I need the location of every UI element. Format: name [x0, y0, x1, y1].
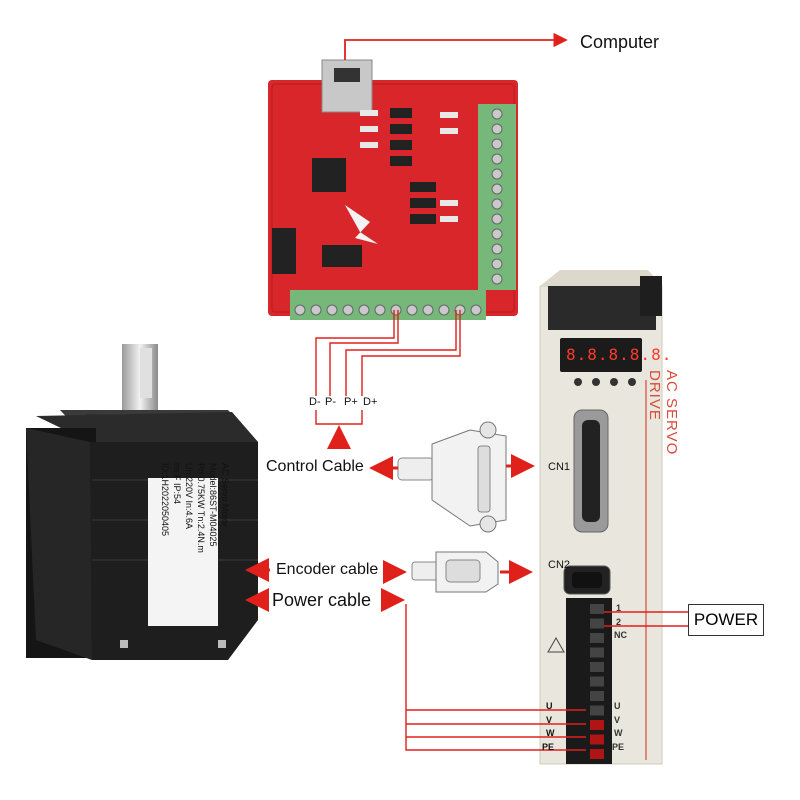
terminal-screw: [342, 304, 354, 316]
terminal-screw: [491, 243, 503, 255]
pin-d-minus: D-: [309, 396, 321, 408]
terminal-screw: [491, 213, 503, 225]
drive-terminal-screw: [590, 647, 604, 658]
drive-key-2: [592, 378, 600, 386]
drive-terminal-screw: [590, 633, 604, 643]
drive-key-3: [610, 378, 618, 386]
terminal-screw: [491, 168, 503, 180]
servo-drive: [539, 270, 663, 765]
phase-v: V: [546, 715, 553, 725]
cn1-label: CN1: [548, 461, 571, 473]
pin-header: [272, 228, 296, 274]
terminal-screw: [491, 138, 503, 150]
control-cable-plug: [397, 421, 507, 533]
drive-terminal-screw: [590, 691, 604, 701]
terminal-screw: [422, 304, 434, 316]
drive-terminal-screw: [590, 618, 604, 629]
drive-terminal-screw: [590, 662, 604, 672]
power-label: POWER: [688, 604, 764, 636]
phase-u: U: [546, 701, 553, 711]
terminal-screw: [310, 304, 322, 316]
term-w: W: [614, 728, 623, 738]
drive-terminal-block: [566, 598, 612, 764]
term-nc: NC: [614, 630, 627, 640]
terminal-screw: [326, 304, 338, 316]
servo-motor: [26, 344, 258, 660]
pin-p-minus: P-: [325, 396, 336, 408]
motor-power-wires: [405, 604, 586, 751]
nameplate-line-2: Model:86ST-M04025: [208, 463, 218, 547]
nameplate-line-6: ID:1H2022050405: [160, 463, 170, 537]
phase-w: W: [546, 728, 555, 738]
drive-terminal-screw: [590, 734, 604, 745]
motor-nameplate-text: AC Servo Motor Model:86ST-M04025 Pn:0.75…: [121, 463, 231, 623]
cn2-label: CN2: [548, 559, 571, 571]
encoder-cable-label: Encoder cable: [276, 561, 379, 578]
terminal-screw: [374, 304, 386, 316]
nameplate-line-4: Un:220V In:4.6A: [184, 463, 194, 530]
led-display: [560, 338, 642, 372]
control-cable-label: Control Cable: [266, 458, 364, 475]
phase-pe: PE: [542, 742, 555, 752]
input-power-wires: [604, 611, 688, 627]
drive-key-1: [574, 378, 582, 386]
terminal-screw: [491, 228, 503, 240]
pin-d-plus: D+: [363, 396, 378, 408]
motor-nameplate: [148, 478, 218, 626]
computer-link-arrow: [344, 32, 568, 60]
drive-terminal-screw: [590, 720, 604, 730]
terminal-screw: [358, 304, 370, 316]
terminal-screw: [491, 153, 503, 165]
usb-port: [321, 59, 373, 113]
control-wires: [315, 310, 461, 425]
drive-key-4: [628, 378, 636, 386]
bird-logo-icon: [345, 205, 378, 244]
terminal-screw: [406, 304, 418, 316]
mcu-chip: [312, 158, 346, 192]
term-v: V: [614, 715, 621, 725]
drive-terminal-screw: [590, 705, 604, 716]
power-cable-label: Power cable: [272, 590, 372, 610]
terminal-screw: [491, 198, 503, 210]
motion-control-board: [268, 59, 518, 320]
terminal-screw: [491, 108, 503, 120]
terminal-screw: [491, 273, 503, 285]
pin-p-plus: P+: [344, 396, 358, 408]
terminal-screw: [470, 304, 482, 316]
drive-terminal-screw: [590, 604, 604, 614]
nameplate-line-3: Pn:0.75KW Tn:2.4N.m: [196, 463, 206, 553]
terminal-screw: [491, 258, 503, 270]
terminal-screw: [491, 183, 503, 195]
computer-label: Computer: [580, 32, 660, 52]
nameplate-line-1: AC Servo Motor: [220, 463, 230, 528]
nameplate-line-5: ns:F IP:54: [172, 463, 182, 505]
terminal-screw: [491, 123, 503, 135]
drive-display-digits: 8.8.8.8.8.: [566, 345, 673, 364]
term-u: U: [614, 701, 621, 711]
terminal-screw: [438, 304, 450, 316]
encoder-cable-plug: [411, 551, 499, 593]
drive-terminal-screw: [590, 749, 604, 759]
bottom-terminal-block: [290, 290, 486, 320]
drive-terminal-screw: [590, 676, 604, 687]
term-2: 2: [616, 617, 622, 627]
drive-title: AC SERVO DRIVE: [646, 370, 680, 456]
terminal-screw: [390, 304, 402, 316]
terminal-screw: [294, 304, 306, 316]
term-pe: PE: [612, 742, 625, 752]
term-1: 1: [616, 603, 622, 613]
